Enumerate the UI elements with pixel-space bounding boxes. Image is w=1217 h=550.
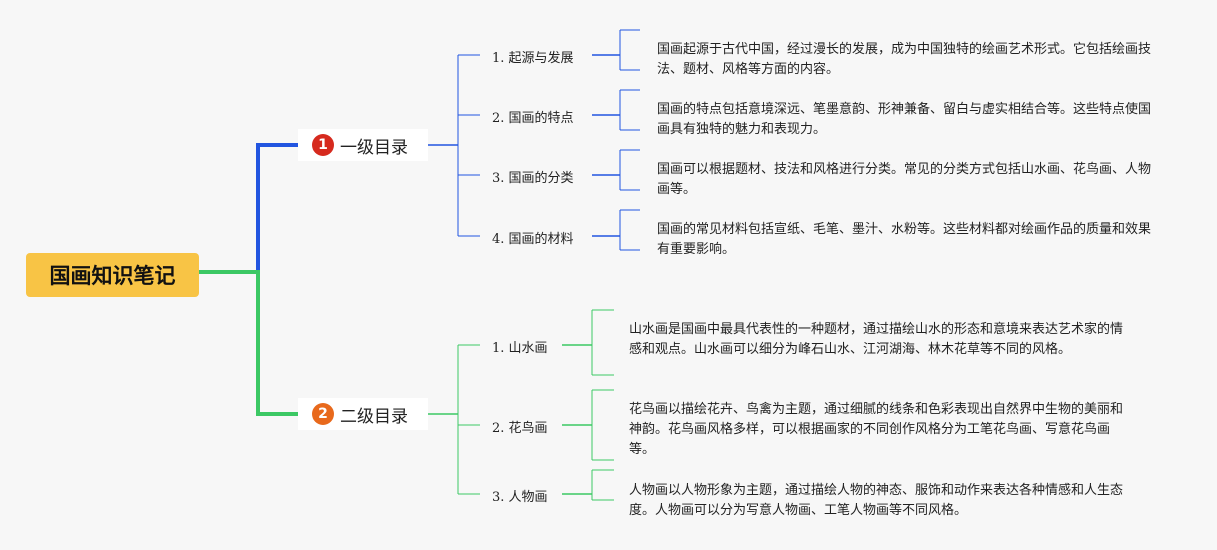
desc-figure: 人物画以人物形象为主题，通过描绘人物的神态、服饰和动作来表达各种情感和人生态度。… [629, 483, 1124, 518]
leaf-materials[interactable]: 4. 国画的材料 [492, 232, 574, 247]
root-to-branch1-line [199, 143, 298, 274]
leaf-characteristics[interactable]: 2. 国画的特点 [492, 111, 574, 126]
desc-flower-bird: 花鸟画以描绘花卉、鸟禽为主题，通过细腻的线条和色彩表现出自然界中生物的美丽和神韵… [629, 402, 1124, 457]
branch-label-2: 二级目录 [340, 406, 408, 427]
desc-characteristics: 国画的特点包括意境深远、笔墨意韵、形神兼备、留白与虚实相结合等。这些特点使国画具… [657, 102, 1152, 137]
number-badge-2: 2 [312, 403, 334, 425]
root-label: 国画知识笔记 [49, 264, 176, 288]
branch-label-1: 一级目录 [340, 137, 408, 158]
root-node[interactable]: 国画知识笔记 [26, 253, 199, 297]
leaf-figure[interactable]: 3. 人物画 [492, 490, 548, 505]
branch-node-2[interactable]: 2 二级目录 [298, 398, 428, 430]
desc-landscape: 山水画是国画中最具代表性的一种题材，通过描绘山水的形态和意境来表达艺术家的情感和… [629, 322, 1124, 357]
branch-node-1[interactable]: 1 一级目录 [298, 129, 428, 161]
desc-materials: 国画的常见材料包括宣纸、毛笔、墨汁、水粉等。这些材料都对绘画作品的质量和效果有重… [657, 222, 1152, 257]
leaf-classification[interactable]: 3. 国画的分类 [492, 171, 574, 186]
desc-origin-development: 国画起源于古代中国，经过漫长的发展，成为中国独特的绘画艺术形式。它包括绘画技法、… [657, 42, 1152, 77]
leaf-origin-development[interactable]: 1. 起源与发展 [492, 51, 574, 66]
leaf-flower-bird[interactable]: 2. 花鸟画 [492, 421, 548, 436]
leaf-landscape[interactable]: 1. 山水画 [492, 341, 548, 356]
number-badge-1: 1 [312, 134, 334, 156]
root-to-branch2-line [199, 270, 298, 416]
desc-classification: 国画可以根据题材、技法和风格进行分类。常见的分类方式包括山水画、花鸟画、人物画等… [657, 162, 1152, 197]
